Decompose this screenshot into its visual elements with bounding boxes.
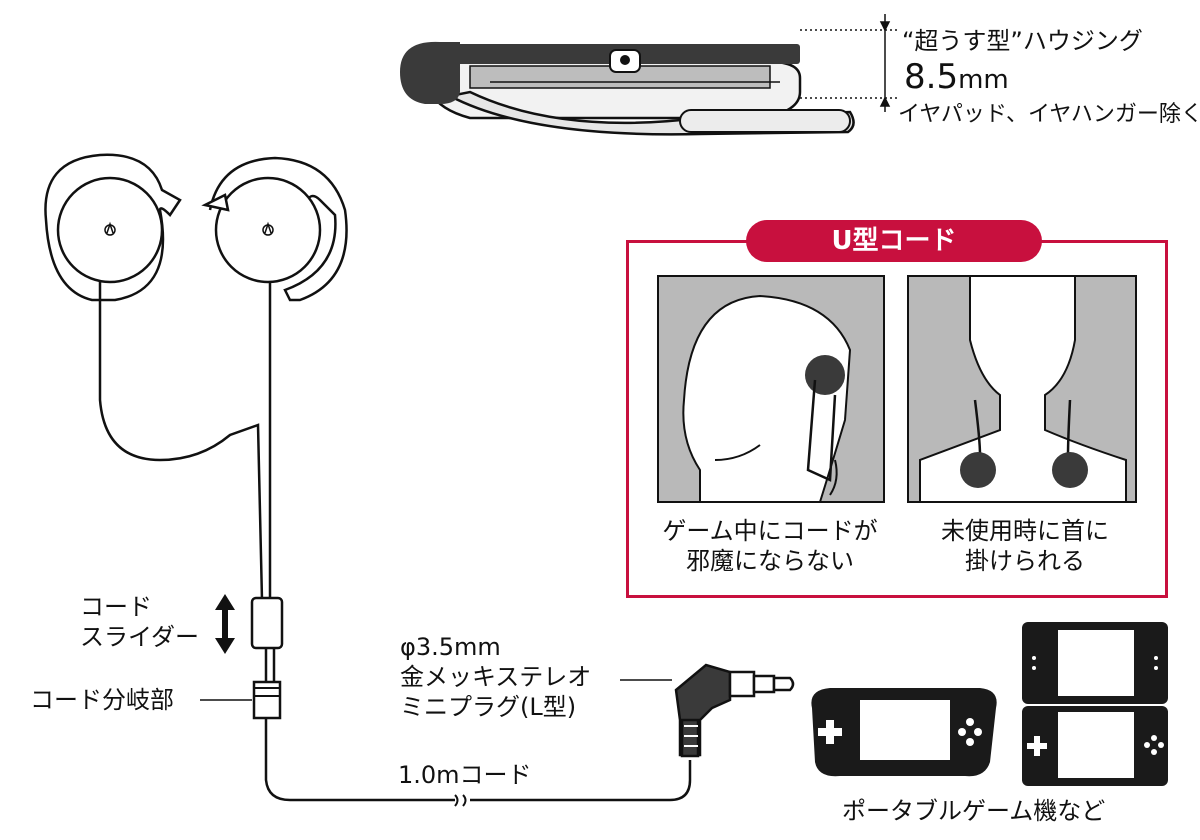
photo-side-profile xyxy=(657,275,885,503)
photo-front-neck xyxy=(907,275,1137,503)
thickness-value: 8.5 xyxy=(904,57,959,97)
ds-console xyxy=(1022,622,1168,786)
plug-label-line1: φ3.5mm xyxy=(400,633,501,661)
housing-thickness: 8.5mm xyxy=(904,58,1009,99)
u-cord-caption-left: ゲーム中にコードが 邪魔にならない xyxy=(640,516,900,576)
cord-slider-label: コード スライダー xyxy=(80,592,199,652)
thickness-dimension xyxy=(800,14,900,112)
earphone-left xyxy=(44,153,182,302)
thickness-unit: mm xyxy=(958,65,1009,95)
u-cord-caption-right: 未使用時に首に 掛けられる xyxy=(900,516,1150,576)
caption-right-line2: 掛けられる xyxy=(965,547,1085,575)
cord-branch-label: コード分岐部 xyxy=(30,686,174,714)
plug-label: φ3.5mm 金メッキステレオ ミニプラグ(L型) xyxy=(400,632,591,722)
l-plug xyxy=(674,663,795,758)
caption-left-line1: ゲーム中にコードが xyxy=(662,517,878,545)
caption-right-line1: 未使用時に首に xyxy=(941,517,1109,545)
slider-label-line1: コード xyxy=(80,593,152,621)
psp-console xyxy=(811,688,997,777)
slider-arrow xyxy=(215,594,235,654)
cord-length-label: 1.0mコード xyxy=(398,761,532,789)
cord xyxy=(98,282,692,807)
plug-label-line3: ミニプラグ(L型) xyxy=(400,693,577,721)
plug-label-line2: 金メッキステレオ xyxy=(400,663,592,691)
slider-label-line2: スライダー xyxy=(80,623,200,651)
earphone-right xyxy=(201,156,348,302)
u-cord-badge: U型コード xyxy=(746,220,1042,262)
devices-label: ポータブルゲーム機など xyxy=(842,797,1106,825)
cord-branch xyxy=(252,680,282,720)
cord-slider xyxy=(250,596,284,685)
housing-side-view xyxy=(400,41,855,136)
caption-left-line2: 邪魔にならない xyxy=(686,547,854,575)
housing-title: “超うす型”ハウジング xyxy=(902,27,1143,55)
housing-note: イヤパッド、イヤハンガー除く xyxy=(898,102,1200,127)
